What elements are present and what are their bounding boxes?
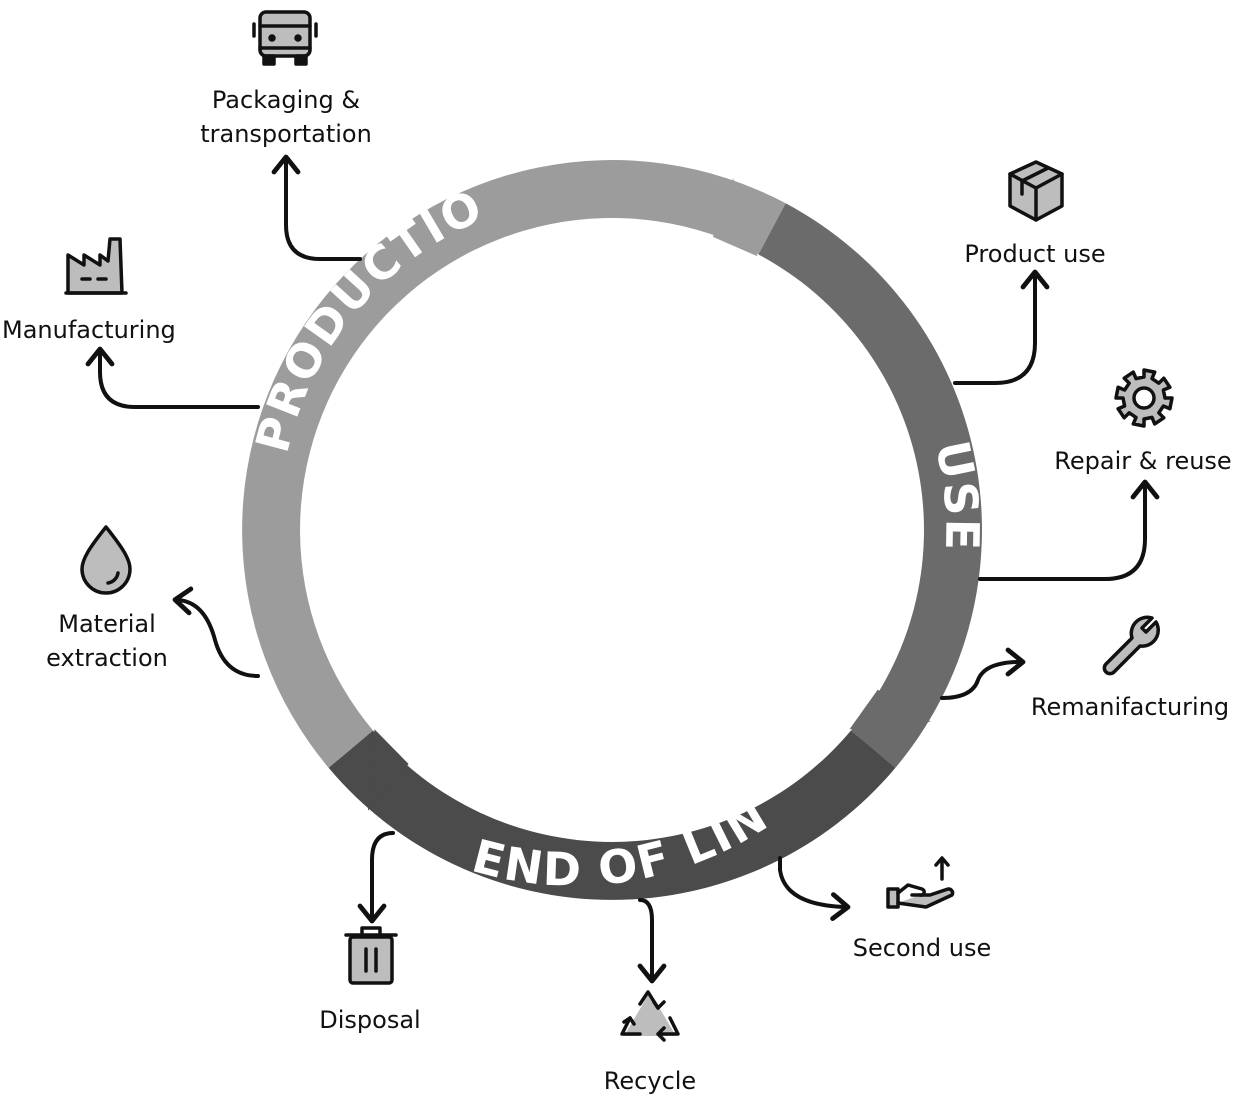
stage-label-recycle: Recycle (603, 1067, 697, 1095)
wrench-icon (1102, 615, 1160, 676)
lifecycle-ring (242, 160, 982, 900)
gear-icon (1114, 368, 1174, 428)
stage-label-manufacturing: Manufacturing (2, 316, 176, 344)
stage-label-packaging: Packaging & transportation (200, 86, 372, 148)
drop-icon (80, 525, 132, 595)
ring-seam (849, 689, 931, 730)
arrow-second-use (778, 856, 851, 921)
arrow-recycle (637, 898, 667, 984)
stage-label-material-extraction: Material extraction (46, 610, 168, 672)
arrow-manufacturing (85, 346, 260, 409)
ring-segment-use (758, 203, 982, 768)
recycle-icon (620, 990, 680, 1042)
box-icon (1008, 160, 1064, 222)
arrow-packaging (271, 154, 362, 261)
ring-seam (367, 729, 409, 811)
arrow-material-extraction (172, 586, 260, 678)
truck-icon (252, 10, 318, 66)
factory-icon (64, 237, 128, 295)
arrow-remanufacturing (940, 647, 1026, 700)
stage-label-disposal: Disposal (319, 1006, 421, 1034)
hand-icon (886, 856, 955, 909)
arrow-disposal (357, 831, 395, 924)
stage-label-repair-reuse: Repair & reuse (1054, 447, 1232, 475)
arrow-repair-reuse (978, 479, 1160, 581)
trash-icon (344, 926, 398, 985)
phase-label-production: PRODUCTION (0, 0, 491, 458)
ring-seam (712, 178, 758, 257)
ring-segment-production (242, 160, 786, 768)
arrow-product-use (953, 269, 1050, 385)
stage-label-product-use: Product use (964, 240, 1106, 268)
ring-segment-end-of-line (328, 730, 896, 900)
stage-label-second-use: Second use (852, 934, 992, 962)
stage-label-remanufacturing: Remanifacturing (1030, 693, 1230, 721)
